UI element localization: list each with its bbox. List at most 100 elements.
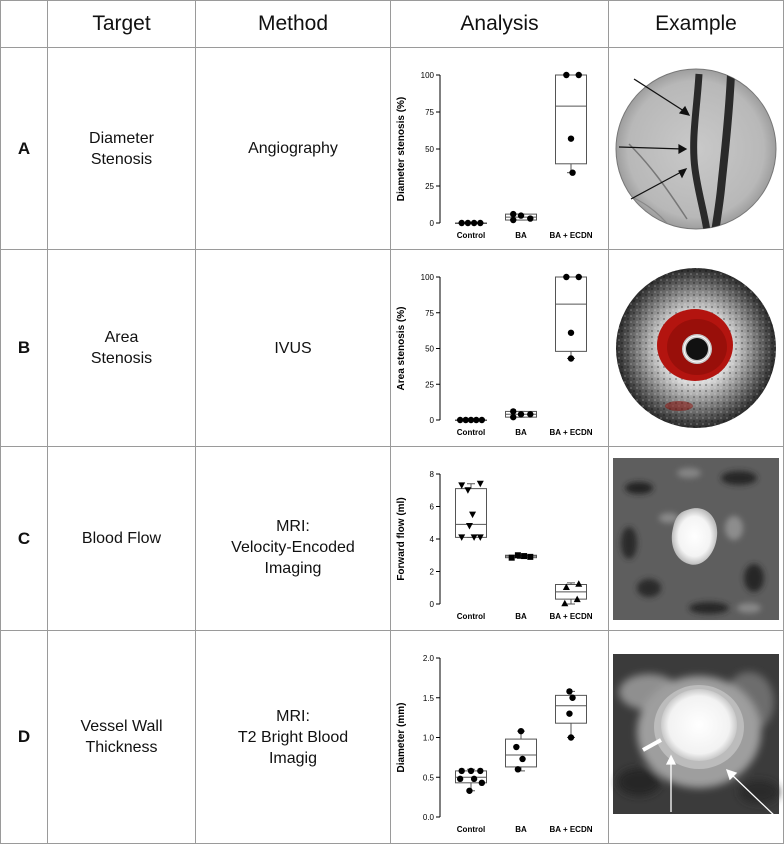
example-a: [609, 48, 784, 250]
target-c: Blood Flow: [48, 447, 196, 631]
data-point: [458, 767, 465, 774]
data-point: [514, 765, 521, 772]
x-category-label: Control: [456, 612, 484, 621]
data-point: [457, 481, 465, 489]
x-category-label: BA + ECDN: [549, 231, 592, 240]
y-tick-label: 4: [429, 535, 434, 544]
data-point: [526, 214, 533, 222]
data-point: [567, 733, 574, 741]
data-point: [575, 71, 582, 78]
y-tick-label: 25: [425, 380, 434, 389]
data-point: [567, 329, 574, 336]
method-a: Angiography: [196, 48, 391, 250]
data-point: [574, 579, 582, 587]
data-point: [470, 533, 478, 541]
data-point: [562, 71, 570, 78]
box: [454, 487, 487, 538]
data-point: [456, 416, 463, 423]
y-tick-label: 0.0: [422, 813, 434, 822]
data-point: [456, 775, 463, 782]
method-d: MRI: T2 Bright Blood Imagig: [196, 631, 391, 844]
x-category-label: BA: [515, 612, 527, 621]
data-point: [462, 416, 469, 423]
header-target: Target: [48, 0, 196, 48]
example-b: [609, 250, 784, 447]
data-point: [526, 553, 533, 560]
y-tick-label: 50: [425, 145, 434, 154]
row-letter-c: C: [0, 447, 48, 631]
y-tick-label: 2: [429, 567, 434, 576]
data-point: [517, 410, 524, 417]
y-tick-label: 100: [420, 71, 434, 80]
data-point: [575, 273, 582, 280]
x-category-label: BA + ECDN: [549, 612, 592, 621]
data-point: [567, 354, 574, 362]
data-point: [526, 410, 533, 417]
box: [554, 694, 587, 724]
data-point: [476, 219, 483, 226]
data-point: [478, 779, 485, 786]
box: [504, 738, 537, 767]
data-point: [565, 709, 573, 717]
y-tick-label: 0: [429, 600, 434, 609]
y-tick-label: 8: [429, 470, 434, 479]
data-point: [478, 416, 485, 423]
data-point: [568, 694, 576, 701]
y-axis-label: Forward flow (ml): [396, 497, 407, 580]
data-point: [560, 599, 568, 606]
x-category-label: BA + ECDN: [549, 825, 592, 834]
data-point: [509, 413, 516, 420]
x-category-label: Control: [456, 231, 484, 240]
x-category-label: Control: [456, 428, 484, 437]
data-point: [517, 211, 524, 219]
data-point: [520, 552, 527, 559]
row-letter-a: A: [0, 48, 48, 250]
y-tick-label: 0: [429, 416, 434, 425]
data-point: [508, 554, 515, 561]
data-point: [509, 407, 516, 415]
angiography-image: [615, 68, 777, 229]
data-point: [463, 486, 471, 494]
y-tick-label: 75: [425, 108, 434, 117]
data-point: [470, 219, 477, 226]
x-category-label: BA + ECDN: [549, 428, 592, 437]
example-d: [609, 631, 784, 844]
data-point: [562, 582, 570, 590]
header-example: Example: [609, 0, 784, 48]
x-category-label: Control: [456, 825, 484, 834]
data-point: [465, 522, 473, 529]
data-point: [476, 767, 483, 774]
example-c: [609, 447, 784, 631]
data-point: [512, 743, 520, 750]
y-tick-label: 100: [420, 273, 434, 282]
target-d: Vessel Wall Thickness: [48, 631, 196, 844]
target-a: Diameter Stenosis: [48, 48, 196, 250]
data-point: [517, 727, 524, 734]
data-point: [509, 216, 516, 223]
data-point: [464, 219, 471, 226]
y-tick-label: 25: [425, 182, 434, 191]
y-tick-label: 0.5: [422, 773, 434, 782]
x-category-label: BA: [515, 428, 527, 437]
data-point: [467, 767, 474, 774]
data-point: [573, 595, 581, 602]
data-point: [509, 210, 516, 217]
t2-mri-image: [613, 653, 779, 818]
target-b: Area Stenosis: [48, 250, 196, 447]
data-point: [567, 134, 574, 142]
y-axis-label: Diameter stenosis (%): [396, 96, 407, 200]
box: [554, 276, 587, 352]
data-point: [565, 687, 573, 695]
data-point: [514, 551, 521, 558]
data-point: [568, 168, 576, 176]
row-letter-b: B: [0, 250, 48, 447]
y-axis-label: Diameter (mm): [396, 702, 407, 772]
